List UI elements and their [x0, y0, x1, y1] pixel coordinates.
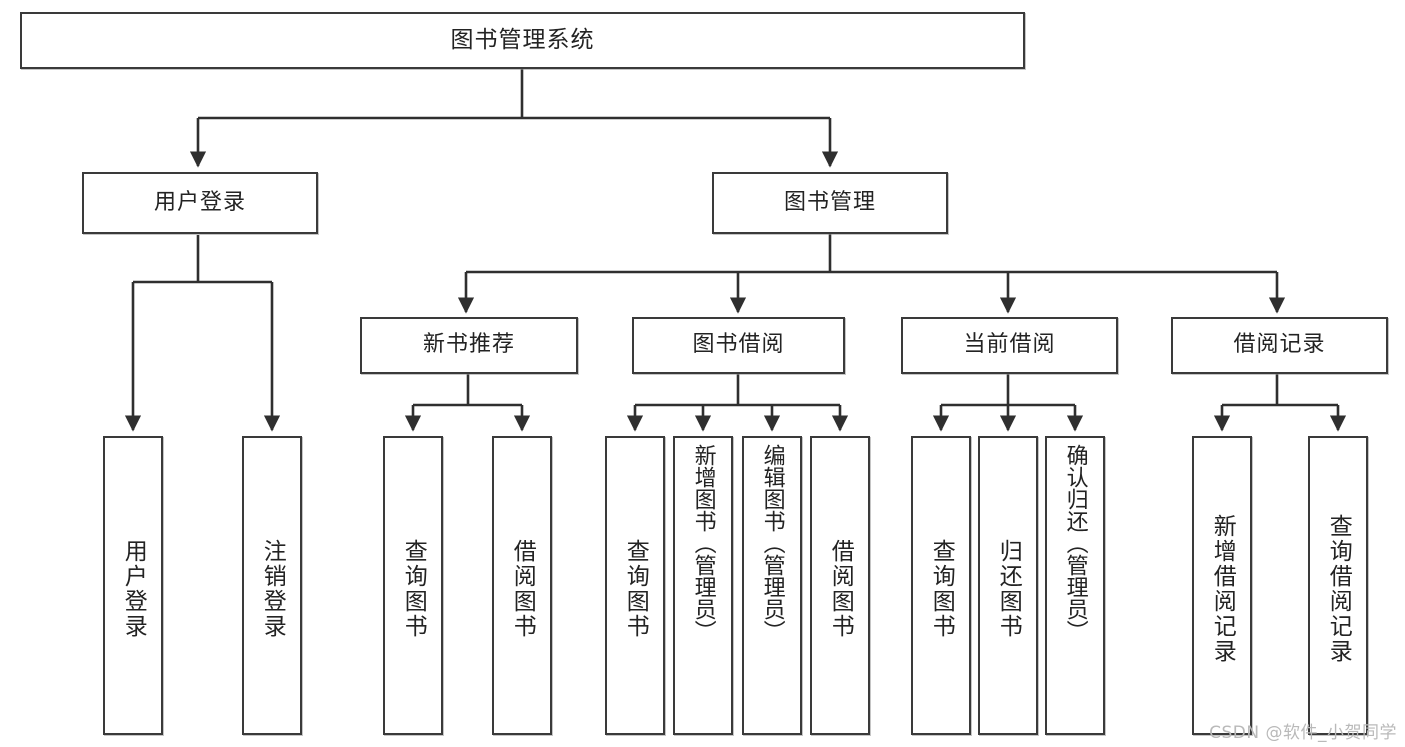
leaf-return-book[interactable]: 归还图书	[978, 436, 1038, 735]
node-label: 用户登录	[120, 538, 147, 639]
leaf-user-login[interactable]: 用户登录	[103, 436, 163, 735]
leaf-query-book-current[interactable]: 查询图书	[911, 436, 971, 735]
node-label: 注销登录	[259, 538, 286, 639]
leaf-query-borrow-record[interactable]: 查询借阅记录	[1308, 436, 1368, 735]
node-label: 当前借阅	[963, 332, 1056, 358]
leaf-logout-login[interactable]: 注销登录	[242, 436, 302, 735]
node-label: 新增借阅记录	[1209, 513, 1236, 664]
leaf-borrow-book-borrow[interactable]: 借阅图书	[810, 436, 870, 735]
leaf-add-borrow-record[interactable]: 新增借阅记录	[1192, 436, 1252, 735]
leaf-confirm-return-admin[interactable]: 确认归还（管理员）	[1045, 436, 1105, 735]
leaf-query-book-new-recommend[interactable]: 查询图书	[383, 436, 443, 735]
node-label: 确认归还（管理员）	[1062, 444, 1088, 642]
node-label: 图书借阅	[692, 332, 785, 358]
node-label: 查询图书	[928, 538, 955, 639]
node-new-book-recommend[interactable]: 新书推荐	[360, 317, 578, 374]
node-label: 查询借阅记录	[1325, 513, 1352, 664]
node-label: 借阅记录	[1233, 332, 1326, 358]
node-current-borrow[interactable]: 当前借阅	[901, 317, 1118, 374]
leaf-add-book-admin[interactable]: 新增图书（管理员）	[673, 436, 733, 735]
node-label: 查询图书	[400, 538, 427, 639]
node-book-manage[interactable]: 图书管理	[712, 172, 948, 234]
leaf-edit-book-admin[interactable]: 编辑图书（管理员）	[742, 436, 802, 735]
node-label: 借阅图书	[509, 538, 536, 639]
node-label: 用户登录	[153, 189, 246, 215]
node-label: 编辑图书（管理员）	[759, 444, 785, 642]
node-label: 新书推荐	[422, 332, 515, 358]
node-label: 图书管理系统	[450, 26, 595, 53]
node-label: 归还图书	[995, 538, 1022, 639]
node-book-borrow[interactable]: 图书借阅	[632, 317, 845, 374]
node-user-login[interactable]: 用户登录	[82, 172, 318, 234]
csdn-watermark: CSDN @软件_小贺同学	[1209, 723, 1397, 743]
node-label: 借阅图书	[827, 538, 854, 639]
leaf-borrow-book-new-recommend[interactable]: 借阅图书	[492, 436, 552, 735]
node-label: 新增图书（管理员）	[690, 444, 716, 642]
node-label: 查询图书	[622, 538, 649, 639]
node-label: 图书管理	[783, 189, 876, 215]
node-root-book-management-system[interactable]: 图书管理系统	[20, 12, 1025, 69]
leaf-query-book-borrow[interactable]: 查询图书	[605, 436, 665, 735]
node-borrow-record[interactable]: 借阅记录	[1171, 317, 1388, 374]
